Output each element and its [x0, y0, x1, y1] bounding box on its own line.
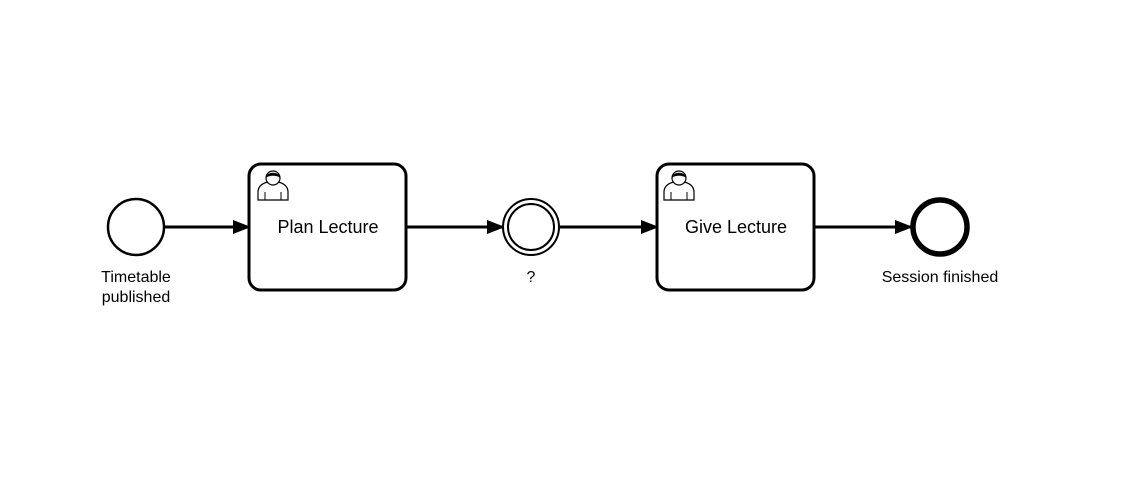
start-event-label-line1: Timetable: [101, 269, 171, 286]
end-event-label: Session finished: [882, 269, 999, 286]
user-icon: [663, 170, 695, 201]
task-give-lecture-label: Give Lecture: [685, 217, 787, 237]
user-icon: [257, 170, 289, 201]
intermediate-event[interactable]: [502, 198, 560, 256]
task-give-lecture[interactable]: [655, 162, 816, 292]
start-event-label-line2: published: [102, 289, 171, 306]
start-event[interactable]: [106, 197, 166, 257]
end-event[interactable]: [910, 197, 970, 257]
intermediate-event-label: ?: [527, 269, 536, 286]
task-plan-lecture-label: Plan Lecture: [277, 217, 378, 237]
